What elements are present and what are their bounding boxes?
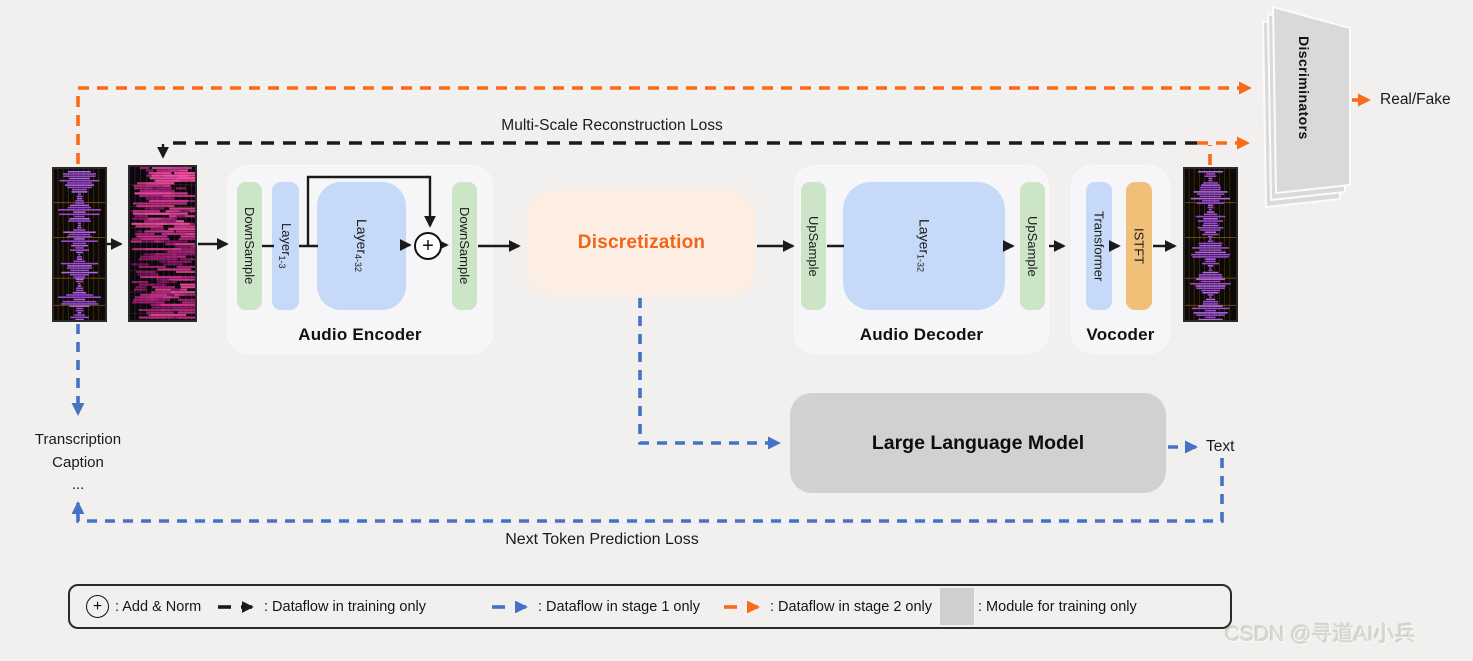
ellipsis-line: ... <box>71 476 85 493</box>
orange-dashed-arrow-icon <box>724 600 760 613</box>
legend-stage1-item: : Dataflow in stage 1 only <box>490 586 700 627</box>
plus-icon: + <box>422 235 434 257</box>
decoder-layer1-32-label: Layer1-32 <box>915 219 933 273</box>
transcription-line: Transcription <box>34 431 122 448</box>
legend-stage2-label: : Dataflow in stage 2 only <box>770 598 933 615</box>
next-token-loss-label: Next Token Prediction Loss <box>505 531 699 548</box>
legend-module-label: : Module for training only <box>978 598 1137 615</box>
vocoder-transformer-label: Transformer <box>1091 210 1107 282</box>
encoder-downsample2-label: DownSample <box>457 207 472 285</box>
decoder-layer1-32-block: Layer1-32 <box>843 182 1005 310</box>
decoder-upsample1-label: UpSample <box>806 215 821 277</box>
legend-add-norm-item: + : Add & Norm <box>86 586 201 627</box>
output-waveform-image <box>1183 167 1238 322</box>
multi-scale-loss-label: Multi-Scale Reconstruction Loss <box>501 117 723 134</box>
discretization-label: Discretization <box>577 232 706 253</box>
encoder-downsample1-block: DownSample <box>237 182 262 310</box>
black-dashed-arrow-icon <box>218 600 254 613</box>
decoder-upsample2-label: UpSample <box>1025 215 1040 277</box>
encoder-layer4-32-label: Layer4-32 <box>353 219 370 273</box>
discriminators-stack-shape <box>1261 5 1351 209</box>
legend-module-item: : Module for training only <box>940 586 1137 627</box>
audio-encoder-title: Audio Encoder <box>298 325 422 344</box>
decoder-upsample2-block: UpSample <box>1020 182 1045 310</box>
gray-module-icon <box>940 588 974 625</box>
encoder-downsample2-block: DownSample <box>452 182 477 310</box>
spectrogram-image <box>128 165 219 322</box>
legend-stage2-item: : Dataflow in stage 2 only <box>722 586 932 627</box>
legend-stage1-label: : Dataflow in stage 1 only <box>538 598 701 615</box>
add-norm-node: + <box>414 232 442 260</box>
llm-label: Large Language Model <box>871 431 1085 454</box>
caption-line: Caption <box>52 453 104 471</box>
blue-dashed-arrow-icon <box>492 600 528 613</box>
text-output-label: Text <box>1206 438 1235 455</box>
legend-training-label: : Dataflow in training only <box>264 598 426 615</box>
transcription-caption-label: Transcription Caption ... <box>18 429 138 497</box>
discriminators-label: Discriminators <box>1296 36 1312 140</box>
add-norm-legend-icon: + <box>86 595 109 618</box>
encoder-layer1-3-block: Layer1-3 <box>272 182 299 310</box>
legend-add-norm-label: : Add & Norm <box>115 598 202 615</box>
large-language-model-block: Large Language Model <box>790 393 1166 493</box>
audio-decoder-title: Audio Decoder <box>859 325 984 344</box>
legend: + : Add & Norm : Dataflow in training on… <box>68 584 1232 629</box>
encoder-layer1-3-label: Layer1-3 <box>277 223 294 269</box>
real-fake-label: Real/Fake <box>1380 91 1451 108</box>
encoder-layer4-32-block: Layer4-32 <box>317 182 406 310</box>
vocoder-istft-block: ISTFT <box>1126 182 1152 310</box>
vocoder-transformer-block: Transformer <box>1086 182 1112 310</box>
legend-training-item: : Dataflow in training only <box>216 586 426 627</box>
vocoder-title: Vocoder <box>1086 325 1155 344</box>
vocoder-istft-label: ISTFT <box>1131 227 1147 265</box>
decoder-upsample1-block: UpSample <box>801 182 826 310</box>
encoder-downsample1-label: DownSample <box>242 207 257 285</box>
discretization-block: Discretization <box>527 190 756 296</box>
watermark: CSDN @寻道AI小兵 <box>1225 623 1416 646</box>
input-waveform-image <box>52 167 107 322</box>
